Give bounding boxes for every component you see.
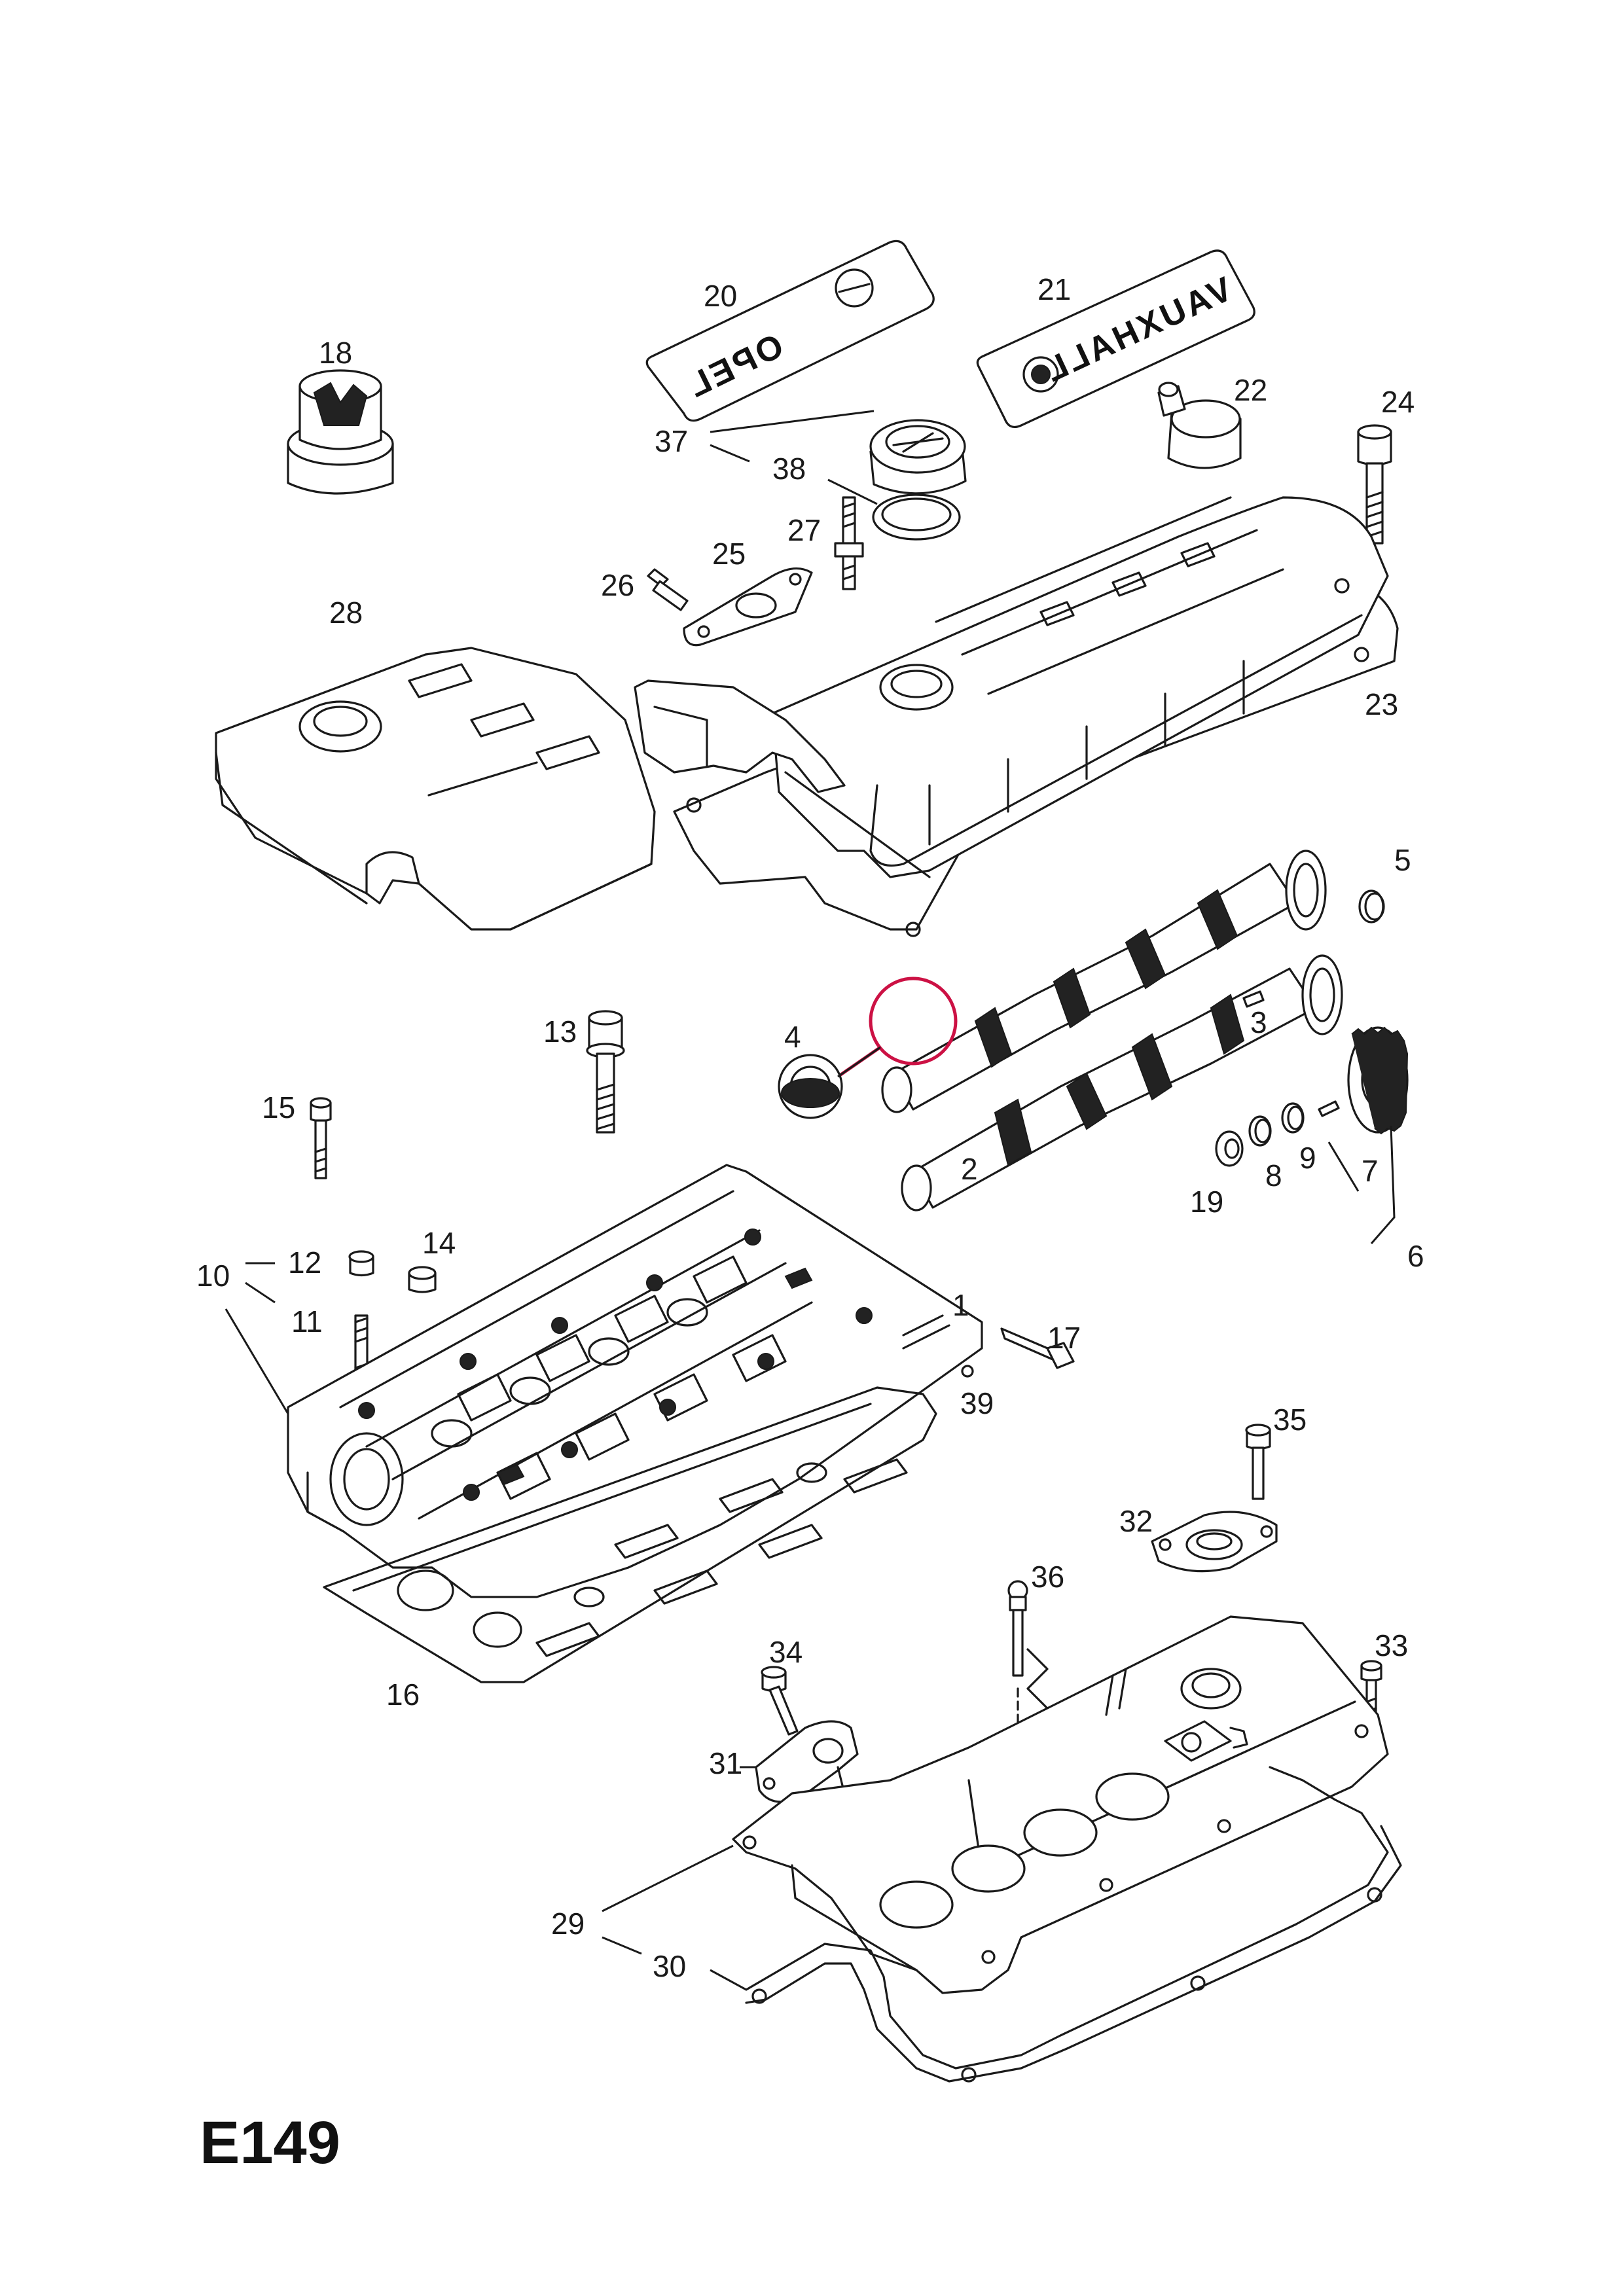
callout-17[interactable]: 17 (1047, 1321, 1081, 1355)
part-24-bolt[interactable] (1357, 424, 1392, 545)
callout-32[interactable]: 32 (1119, 1504, 1153, 1538)
callout-7[interactable]: 7 (1362, 1154, 1379, 1188)
part-5-seal-ring[interactable] (1358, 889, 1385, 924)
part-30-lower-gasket[interactable] (745, 1766, 1402, 2083)
part-19-washer[interactable] (1215, 1130, 1244, 1167)
part-8-ring[interactable] (1248, 1115, 1272, 1147)
part-4-oil-seal[interactable] (778, 1054, 843, 1119)
part-25-flange-plate[interactable] (683, 567, 813, 647)
part-36-stud[interactable] (1007, 1580, 1049, 1749)
part-37-filler-cap[interactable] (869, 419, 967, 495)
callout-14[interactable]: 14 (422, 1226, 456, 1260)
part-17-bolt[interactable] (1000, 1327, 1075, 1369)
callout-35[interactable]: 35 (1273, 1403, 1307, 1437)
callout-37[interactable]: 37 (655, 424, 688, 458)
part-12-nut[interactable] (348, 1250, 374, 1277)
opel-logo-icon (835, 268, 874, 308)
leader-lines (225, 410, 1396, 1991)
vauxhall-griffin-icon (1022, 356, 1059, 393)
part-2-camshaft-exhaust[interactable] (901, 954, 1343, 1211)
callout-6[interactable]: 6 (1407, 1239, 1424, 1273)
callout-34[interactable]: 34 (769, 1635, 803, 1669)
callout-25[interactable]: 25 (712, 537, 746, 571)
callout-5[interactable]: 5 (1394, 843, 1411, 877)
part-35-bolt[interactable] (1245, 1424, 1271, 1500)
callout-21[interactable]: 21 (1038, 272, 1071, 306)
part-9-ring[interactable] (1281, 1102, 1305, 1134)
callout-10[interactable]: 10 (196, 1259, 230, 1293)
callout-9[interactable]: 9 (1299, 1141, 1316, 1175)
part-14-nut[interactable] (408, 1266, 437, 1293)
part-34-bolt[interactable] (761, 1666, 799, 1736)
callout-24[interactable]: 24 (1381, 385, 1415, 419)
part-32-thermostat-housing[interactable] (1151, 1511, 1278, 1573)
callout-26[interactable]: 26 (601, 568, 634, 602)
part-28-engine-cover[interactable] (215, 647, 656, 931)
callout-20[interactable]: 20 (704, 279, 737, 313)
part-22-breather-elbow[interactable] (1157, 382, 1242, 469)
callout-30[interactable]: 30 (653, 1949, 686, 1983)
callout-28[interactable]: 28 (329, 596, 363, 630)
callout-1[interactable]: 1 (952, 1288, 969, 1322)
callout-22[interactable]: 22 (1234, 373, 1267, 407)
part-16-head-gasket[interactable] (323, 1386, 937, 1683)
part-13-head-bolt[interactable] (586, 1010, 625, 1134)
part-6-sprocket[interactable] (1347, 1026, 1409, 1135)
callout-2[interactable]: 2 (961, 1152, 978, 1186)
callout-3[interactable]: 3 (1250, 1005, 1267, 1039)
callout-15[interactable]: 15 (262, 1090, 295, 1124)
part-18-filler-neck[interactable] (287, 369, 394, 495)
part-27-stud[interactable] (834, 496, 864, 590)
part-7-pin[interactable] (1318, 1100, 1340, 1117)
callout-4[interactable]: 4 (784, 1020, 801, 1054)
callout-33[interactable]: 33 (1375, 1628, 1408, 1662)
callout-18[interactable]: 18 (319, 336, 352, 370)
callout-36[interactable]: 36 (1031, 1560, 1064, 1594)
callout-19[interactable]: 19 (1190, 1185, 1223, 1219)
callout-13[interactable]: 13 (543, 1014, 577, 1049)
callout-38[interactable]: 38 (772, 452, 806, 486)
callout-8[interactable]: 8 (1265, 1158, 1282, 1193)
callout-29[interactable]: 29 (551, 1907, 585, 1941)
part-10-cylinder-head[interactable] (287, 1164, 983, 1598)
part-39-plug[interactable] (961, 1365, 974, 1378)
callout-labels: 1 2 3 4 5 6 7 8 9 10 11 12 13 14 15 16 1… (196, 272, 1424, 1983)
callout-11[interactable]: 11 (291, 1304, 323, 1338)
part-29-lower-cover[interactable] (732, 1615, 1389, 1994)
callout-23[interactable]: 23 (1365, 687, 1398, 721)
callout-39[interactable]: 39 (960, 1386, 994, 1420)
part-23-cam-cover[interactable] (634, 496, 1399, 937)
callout-16[interactable]: 16 (386, 1677, 420, 1712)
part-3-key[interactable] (1242, 990, 1265, 1008)
page-code: E149 (200, 2109, 340, 2176)
callout-12[interactable]: 12 (288, 1246, 321, 1280)
part-20-opel-badge[interactable]: OPEL (645, 240, 935, 422)
callout-31[interactable]: 31 (709, 1746, 742, 1780)
part-15-bolt[interactable] (310, 1097, 332, 1179)
part-38-filler-seal[interactable] (872, 493, 961, 541)
part-2-camshaft-inlet[interactable] (881, 850, 1327, 1113)
callout-27[interactable]: 27 (787, 513, 821, 547)
part-26-bolt[interactable] (647, 568, 689, 611)
